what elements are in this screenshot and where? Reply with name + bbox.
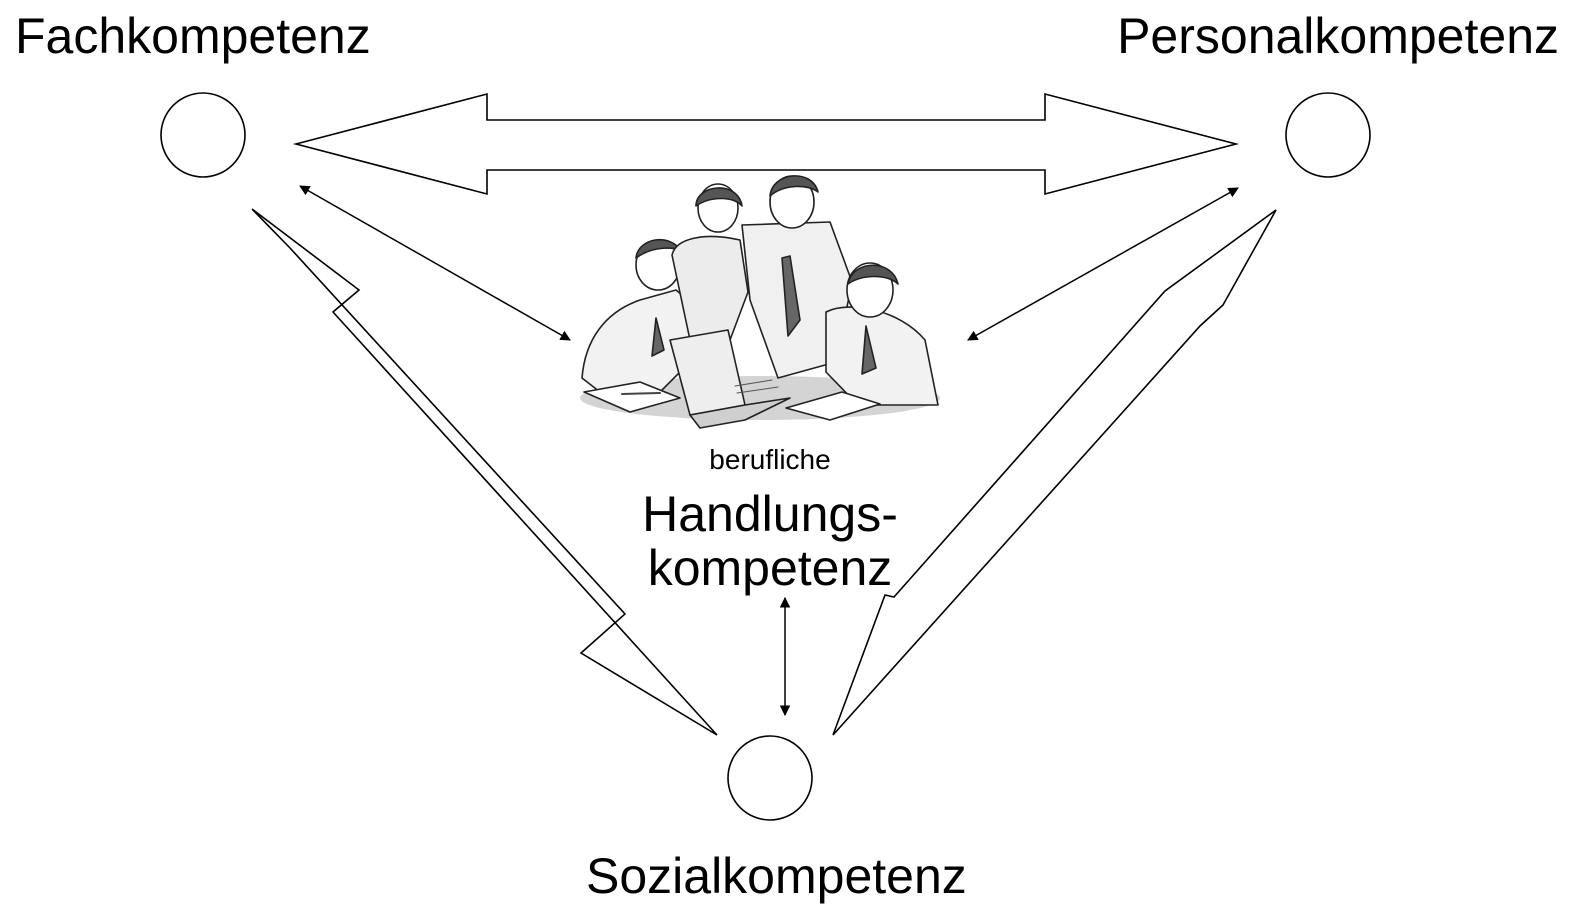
arrow-personal-to-sozial bbox=[832, 209, 1277, 736]
thin-arrow-personal-center bbox=[967, 187, 1239, 341]
center-label-berufliche: berufliche bbox=[709, 444, 831, 475]
node-label-personalkompetenz: Personalkompetenz bbox=[1117, 8, 1559, 64]
node-label-sozialkompetenz: Sozialkompetenz bbox=[586, 848, 967, 904]
double-arrow-fach-personal bbox=[292, 92, 1240, 196]
arrow-fach-to-sozial bbox=[251, 208, 718, 736]
team-meeting-illustration bbox=[580, 175, 940, 429]
node-circle-sozial bbox=[727, 735, 813, 821]
node-circle-fach bbox=[160, 92, 246, 178]
thin-arrow-fach-center bbox=[299, 185, 571, 341]
center-label-kompetenz: kompetenz bbox=[647, 540, 893, 596]
center-label-handlungs: Handlungs- bbox=[642, 486, 898, 542]
node-label-fachkompetenz: Fachkompetenz bbox=[15, 8, 371, 64]
node-circle-personal bbox=[1285, 92, 1371, 178]
